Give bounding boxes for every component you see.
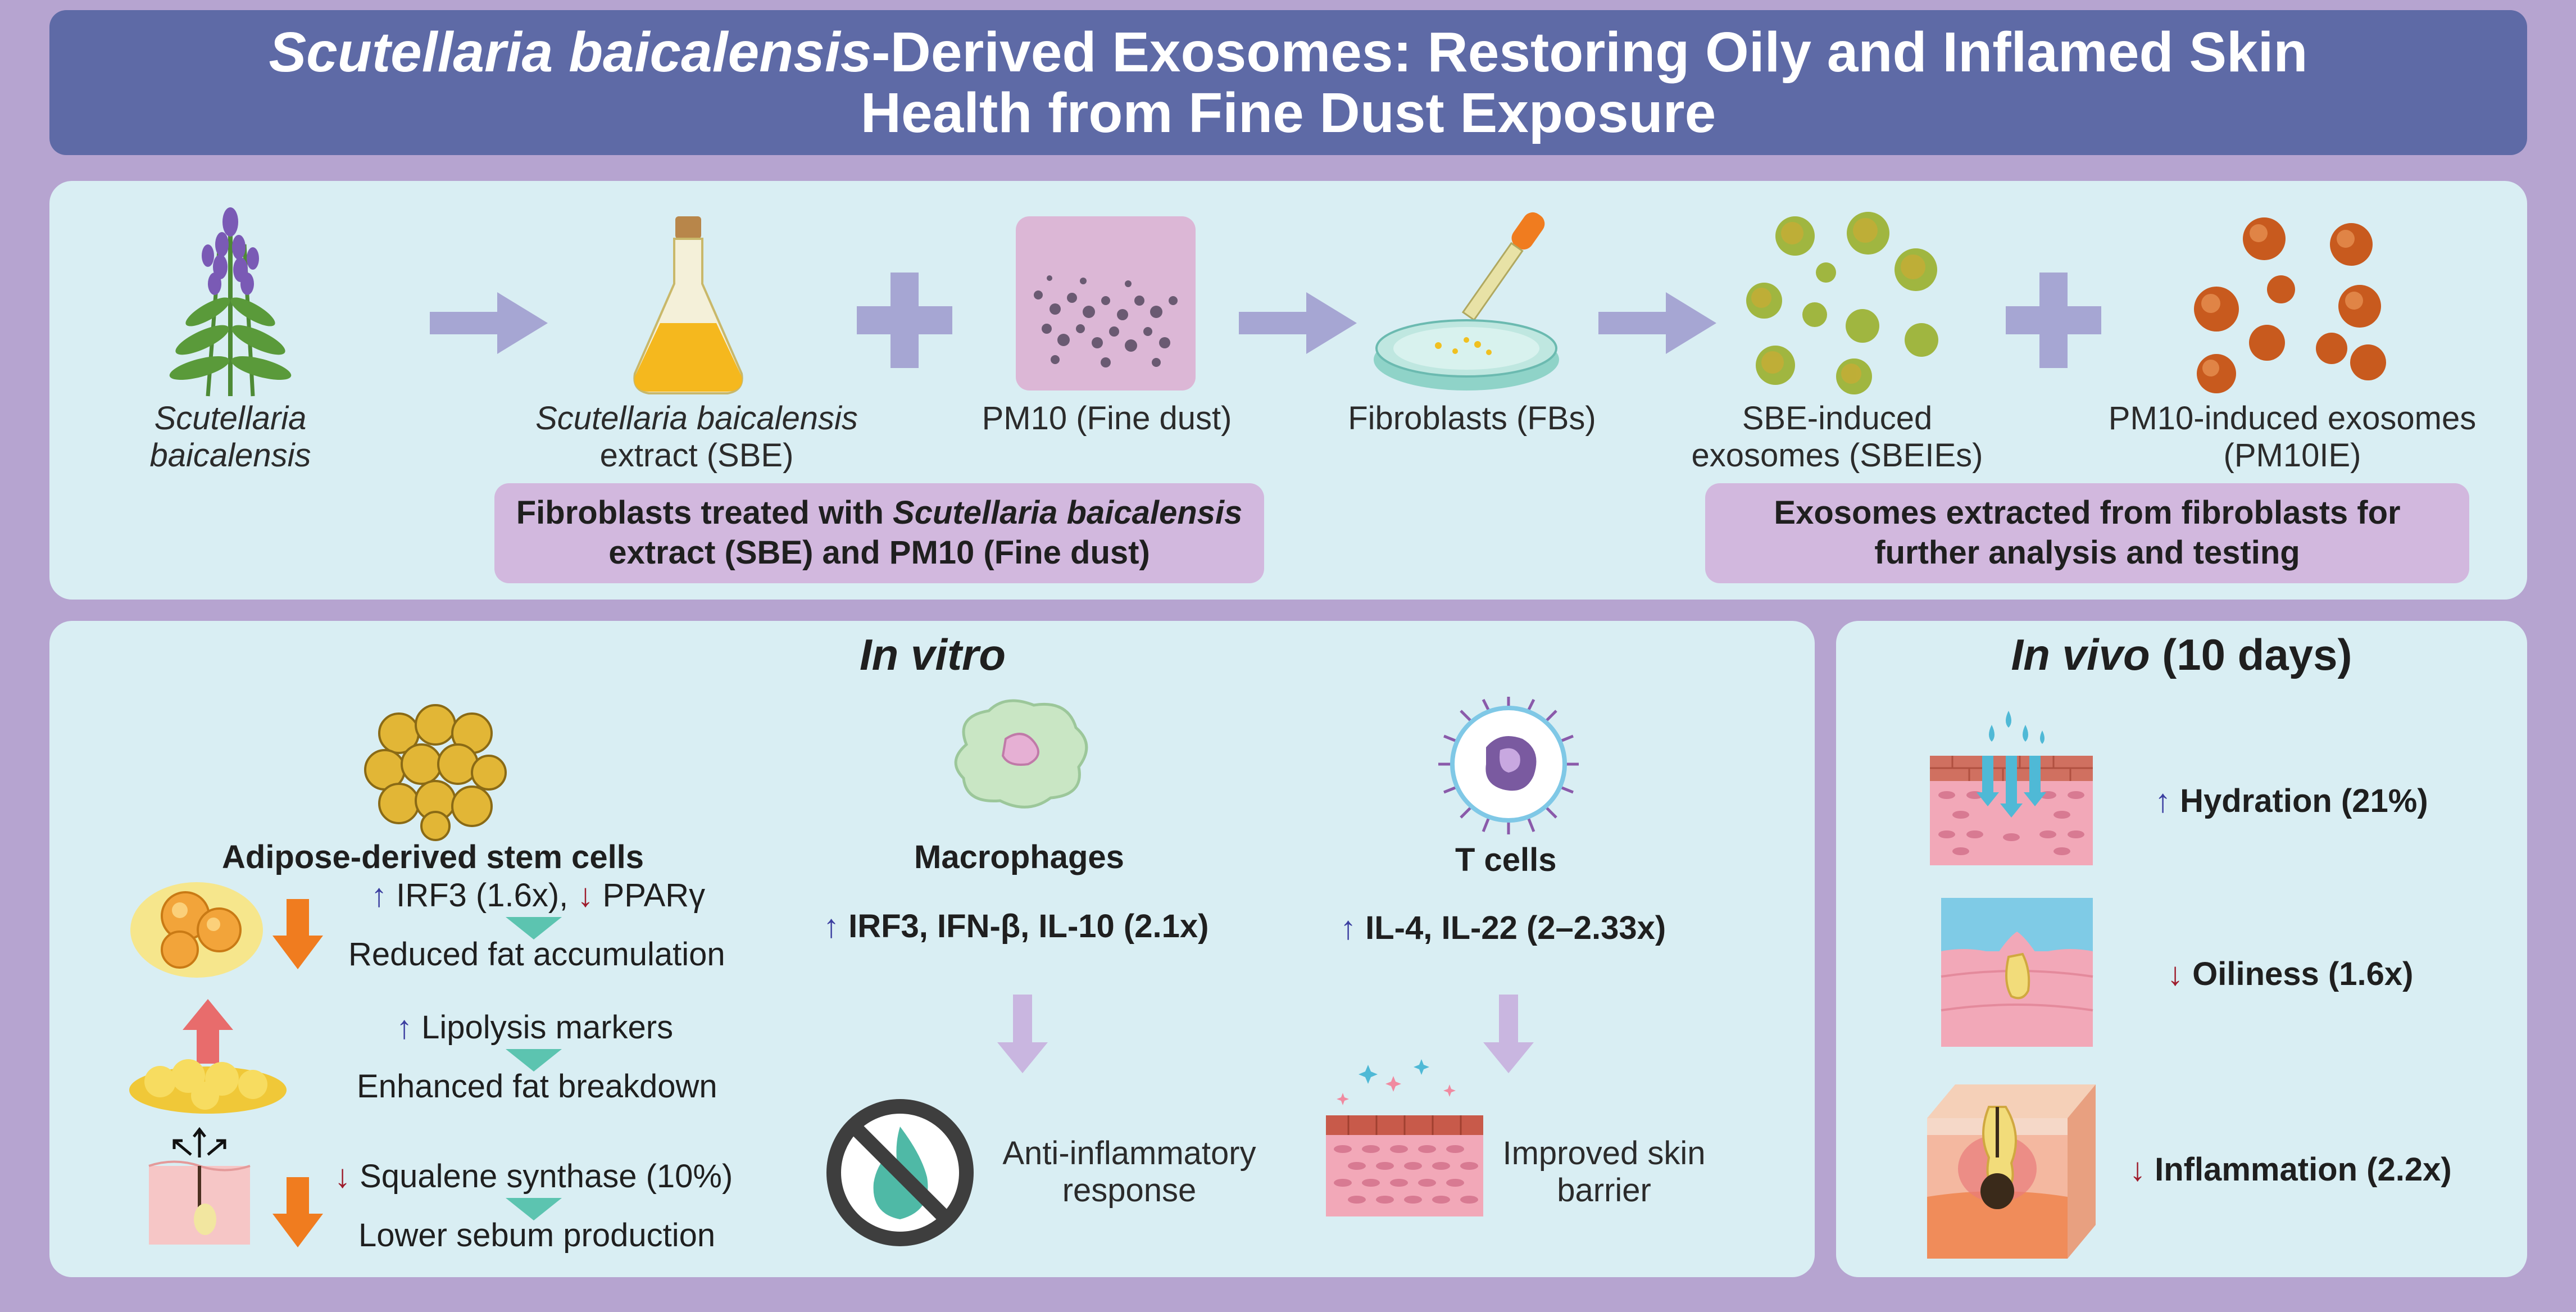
flow-arrow-icon: [430, 292, 548, 354]
fat-breakdown-icon: [129, 1059, 287, 1114]
flow-arrow-icon: [1598, 292, 1716, 354]
pm10-label: PM10 (Fine dust): [982, 400, 1232, 437]
adsc-result-3: Lower sebum production: [358, 1217, 716, 1254]
macrophage-markers: ↑ IRF3, IFN-β, IL-10 (2.1x): [823, 908, 1209, 945]
sebaceous-gland-icon: [148, 1127, 251, 1245]
tcells-heading: T cells: [1455, 842, 1557, 878]
petri-dish-icon: [1374, 212, 1559, 391]
teal-down-triangle-icon: [506, 917, 562, 939]
adsc-markers-2: ↑ Lipolysis markers: [396, 1009, 674, 1046]
pm10ie-label: PM10-induced exosomes(PM10IE): [2108, 400, 2477, 474]
down-arrow-purple-icon: [1483, 995, 1534, 1073]
teal-down-triangle-icon: [506, 1049, 562, 1072]
adsc-markers-3: ↓ Squalene synthase (10%): [334, 1158, 733, 1195]
in-vitro-title: In vitro: [859, 630, 1006, 679]
macrophages-heading: Macrophages: [914, 839, 1124, 875]
pm10-exosomes-icon: [2194, 217, 2386, 393]
in-vivo-title: In vivo (10 days): [2011, 630, 2352, 679]
adsc-result-2: Enhanced fat breakdown: [357, 1068, 717, 1105]
adipose-cells-icon: [364, 704, 507, 841]
no-inflammation-icon: [826, 1099, 974, 1246]
page-title: Scutellaria baicalensis-Derived Exosomes…: [269, 22, 2307, 143]
skin-barrier-icon: [1326, 1059, 1483, 1216]
adsc-result-1: Reduced fat accumulation: [348, 936, 725, 973]
oiliness-result: ↓ Oiliness (1.6x): [2167, 956, 2414, 992]
down-arrow-purple-icon: [997, 995, 1048, 1073]
plant-icon: [169, 207, 292, 397]
inflamed-skin-icon: [1927, 1084, 2096, 1259]
flow-arrow-icon: [1239, 292, 1357, 354]
fat-cells-icon: [130, 882, 263, 978]
down-arrow-orange-icon: [272, 1177, 323, 1247]
plant-label: Scutellaria baicalensis: [149, 400, 311, 474]
down-arrow-orange-icon: [272, 899, 323, 969]
title-banner: Scutellaria baicalensis-Derived Exosomes…: [49, 10, 2527, 155]
adsc-heading: Adipose-derived stem cells: [222, 839, 644, 875]
fibroblasts-label: Fibroblasts (FBs): [1348, 400, 1596, 437]
teal-down-triangle-icon: [506, 1198, 562, 1220]
title-line2: Health from Fine Dust Exposure: [860, 81, 1716, 144]
sbe-exosomes-icon: [1746, 212, 1938, 394]
title-italic: Scutellaria baicalensis: [269, 21, 872, 84]
oily-skin-icon: [1941, 898, 2093, 1047]
tcell-markers: ↑ IL-4, IL-22 (2–2.33x): [1340, 910, 1666, 946]
title-line1-rest: -Derived Exosomes: Restoring Oily and In…: [871, 21, 2308, 84]
plus-icon: [2006, 273, 2101, 368]
flask-icon: [633, 216, 743, 394]
hydration-skin-icon: [1930, 711, 2093, 865]
t-cell-icon: [1438, 697, 1579, 834]
macrophage-icon: [954, 699, 1088, 809]
inflammation-result: ↓ Inflammation (2.2x): [2129, 1151, 2452, 1188]
treatment-box: Fibroblasts treated with Scutellaria bai…: [494, 483, 1264, 583]
adsc-markers-1: ↑ IRF3 (1.6x), ↓ PPARγ: [371, 877, 706, 914]
fine-dust-icon: [1016, 216, 1196, 391]
up-arrow-red-icon: [183, 999, 233, 1064]
plus-icon: [857, 273, 952, 368]
hydration-result: ↑ Hydration (21%): [2155, 783, 2428, 819]
